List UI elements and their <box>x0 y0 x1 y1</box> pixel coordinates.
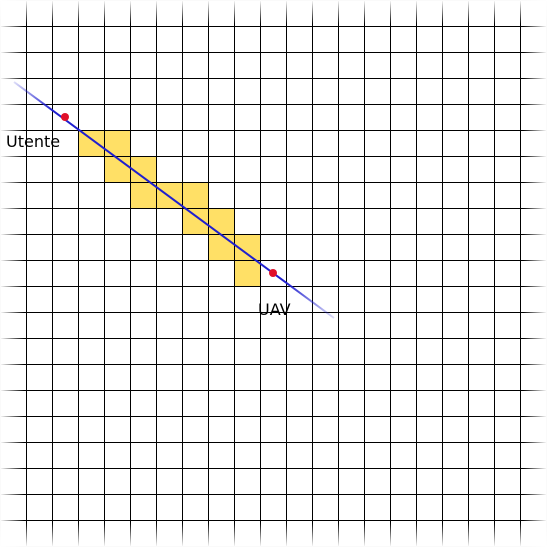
highlighted-cell <box>78 130 104 156</box>
highlighted-cells <box>78 130 260 286</box>
end-point-label: UAV <box>258 300 291 319</box>
end-point-marker <box>269 269 277 277</box>
highlighted-cell <box>130 182 156 208</box>
start-point-marker <box>61 113 69 121</box>
highlighted-cell <box>208 208 234 234</box>
highlighted-cell <box>104 156 130 182</box>
line-of-sight <box>13 81 335 319</box>
highlighted-cell <box>182 182 208 208</box>
highlighted-cell <box>234 260 260 286</box>
start-point-label: Utente <box>6 132 61 151</box>
highlighted-cell <box>208 234 234 260</box>
